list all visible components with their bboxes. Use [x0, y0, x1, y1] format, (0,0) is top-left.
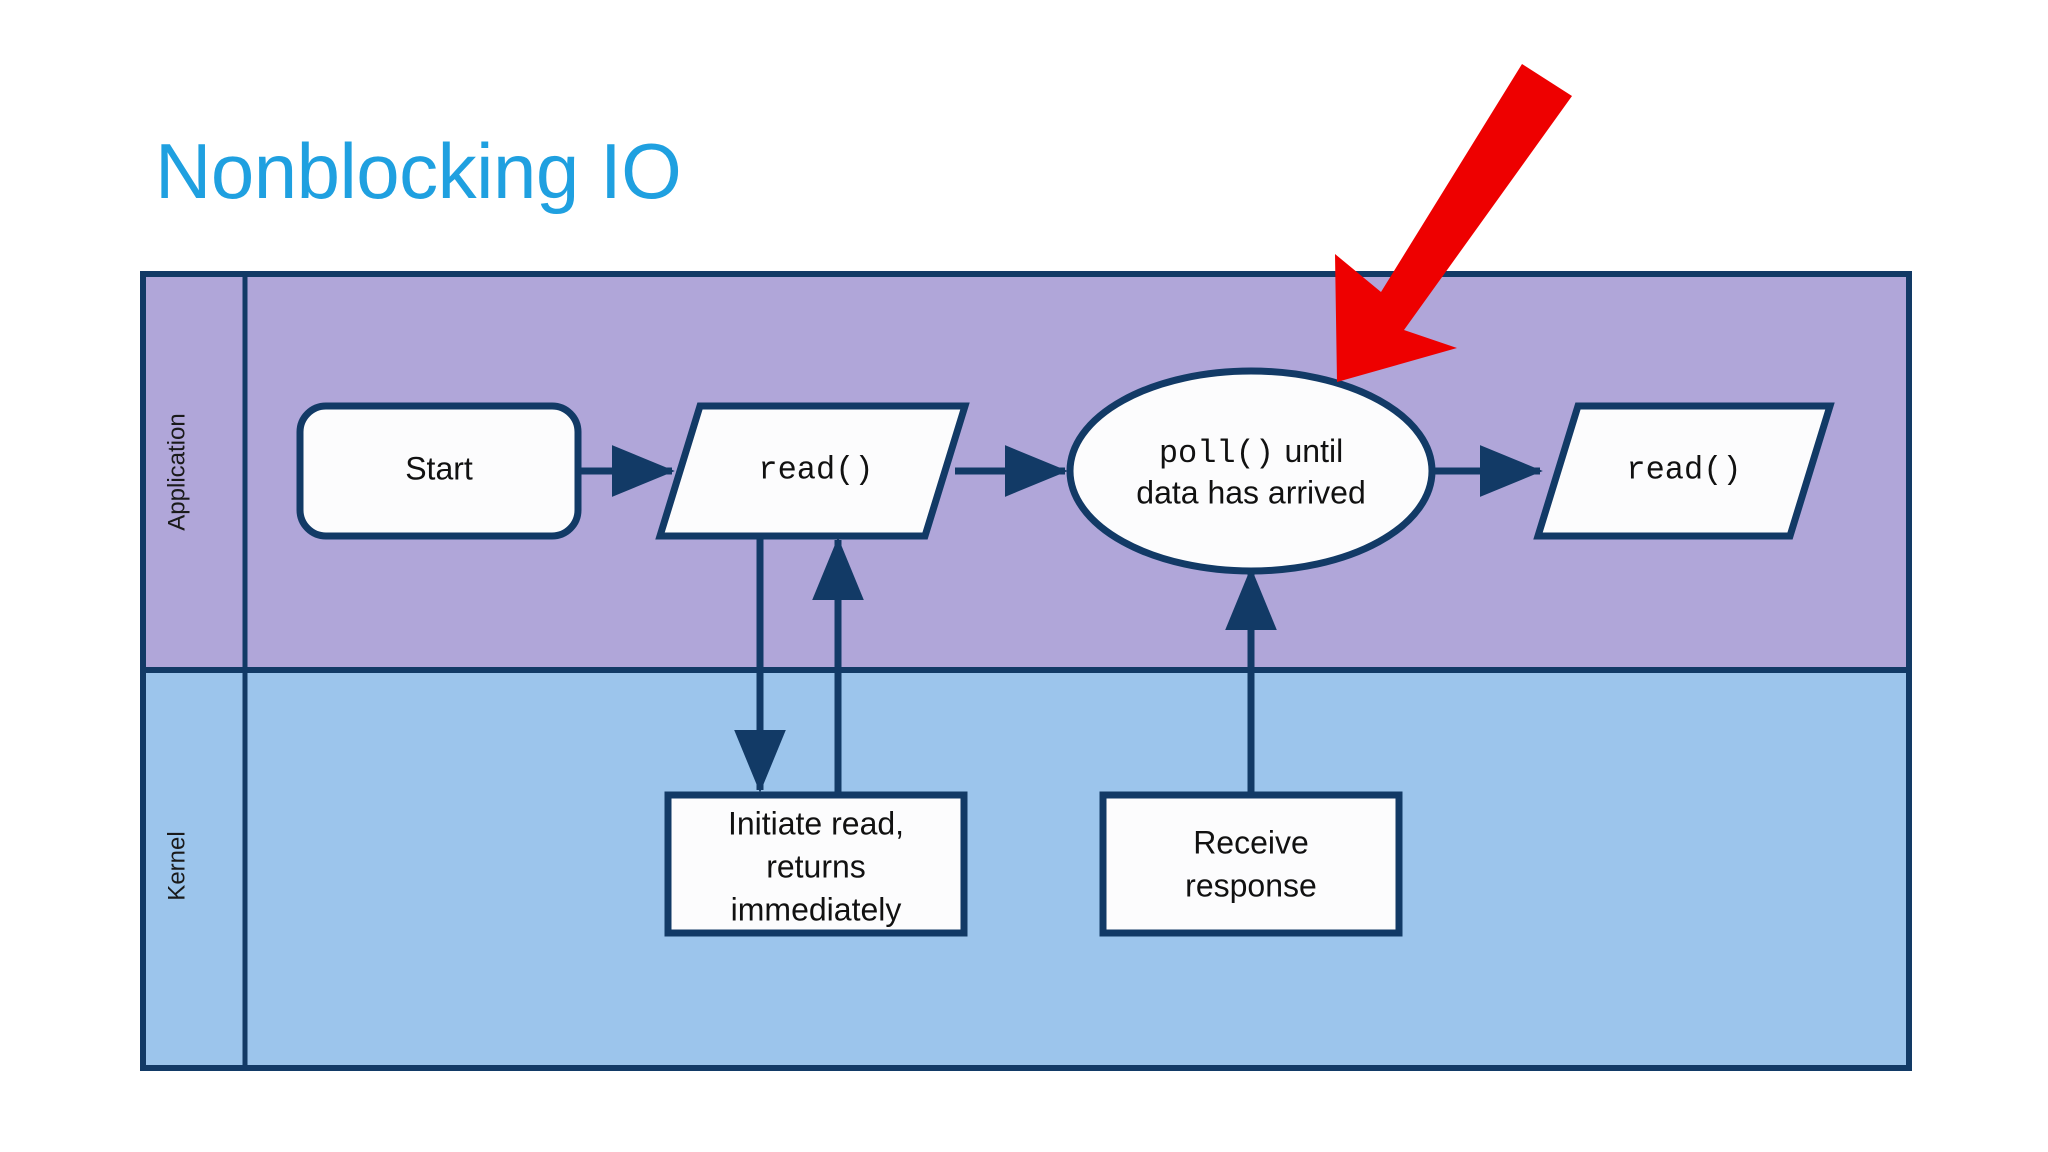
node-receive-response-line2: response: [1185, 867, 1317, 903]
node-poll-label-line2: data has arrived: [1136, 474, 1365, 510]
lane-kernel: Kernel: [140, 667, 1912, 1071]
node-initiate-read-line2: returns: [766, 848, 866, 884]
node-read-2-shape[interactable]: [1533, 402, 1835, 540]
node-poll-label-line1: poll() until: [1159, 433, 1343, 472]
node-initiate-read-line3: immediately: [731, 891, 902, 927]
node-poll-label-mono: poll(): [1159, 435, 1274, 472]
node-poll[interactable]: poll() until data has arrived: [1066, 367, 1436, 575]
node-initiate-read-shape[interactable]: [664, 791, 968, 937]
node-start[interactable]: Start: [296, 402, 582, 540]
node-read-1[interactable]: read(): [655, 402, 970, 540]
node-receive-response-line1: Receive: [1193, 824, 1309, 860]
node-start-shape[interactable]: [296, 402, 582, 540]
node-poll-shape[interactable]: [1066, 367, 1436, 575]
lane-kernel-background: [140, 667, 1912, 1071]
node-poll-label-rest: until: [1284, 433, 1343, 469]
page-title: Nonblocking IO: [155, 127, 682, 215]
node-read-1-shape[interactable]: [655, 402, 970, 540]
node-start-label: Start: [405, 450, 473, 486]
node-receive-response[interactable]: Receive response: [1099, 791, 1403, 937]
node-read-2-label: read(): [1626, 451, 1741, 488]
node-initiate-read[interactable]: Initiate read, returns immediately: [664, 791, 968, 937]
node-initiate-read-line1: Initiate read,: [728, 805, 904, 841]
node-read-1-label: read(): [758, 451, 873, 488]
node-receive-response-shape[interactable]: [1099, 791, 1403, 937]
red-pointer-arrow: [1335, 64, 1572, 382]
lane-application-label: Application: [163, 413, 190, 530]
red-pointer-arrow-shape: [1335, 64, 1572, 382]
node-read-2[interactable]: read(): [1533, 402, 1835, 540]
lane-kernel-label: Kernel: [163, 831, 190, 900]
